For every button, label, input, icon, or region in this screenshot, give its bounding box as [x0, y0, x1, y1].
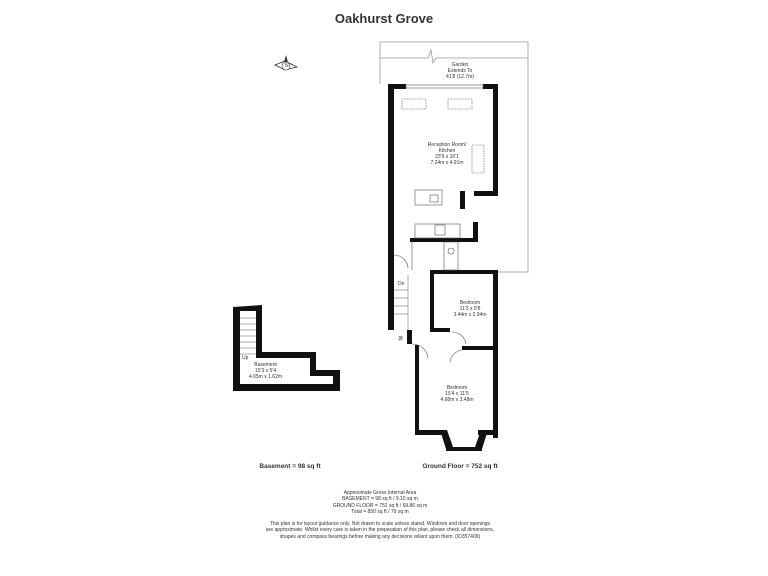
- disclaimer-line: This plan is for layout guidance only. N…: [269, 521, 491, 527]
- room-name: Basement: [254, 362, 277, 368]
- room-dimensions-imperial: 11'3 x 9'8: [459, 306, 481, 312]
- plan-title: Oakhurst Grove: [334, 11, 434, 26]
- basement-walls: [233, 305, 340, 391]
- compass-icon: [274, 55, 299, 71]
- room-basement: Basement 15'3 x 5'4 4.65m x 1.62m: [238, 362, 293, 380]
- garden-extends: Extends To: [447, 68, 473, 74]
- gross-area-summary: Approximate Gross Internal Area BASEMENT…: [280, 490, 480, 515]
- garden-size: 41'8 (12.7m): [446, 74, 474, 80]
- area-total: Total = 850 sq ft / 79 sq m: [351, 508, 409, 515]
- area-heading: Approximate Gross Internal Area: [343, 490, 417, 496]
- room-dimensions-metric: 3.44m x 2.94m: [453, 312, 487, 318]
- stairs-down-label: Dn: [398, 281, 405, 287]
- garden-name: Garden: [451, 62, 469, 68]
- stairs: [394, 275, 409, 330]
- garden-outline: [379, 41, 529, 273]
- disclaimer-line: are approximate. Whilst every care is ta…: [265, 527, 495, 534]
- ground-floor-walls: [388, 84, 498, 451]
- room-dimensions-imperial: 15'3 x 5'4: [254, 368, 277, 374]
- room-dimensions-metric: 7.24m x 4.91m: [430, 160, 464, 166]
- room-name: Bedroom: [459, 300, 481, 306]
- room-name: Reception Room/: [427, 142, 467, 148]
- area-basement: BASEMENT = 98 sq ft / 9.10 sq m: [342, 496, 418, 503]
- fixtures: [393, 84, 485, 363]
- disclaimer: This plan is for layout guidance only. N…: [230, 521, 530, 540]
- compass-north-label: N: [285, 63, 289, 69]
- room-bedroom-2: Bedroom 15'4 x 11'5 4.68m x 3.48m: [427, 385, 487, 403]
- room-dimensions-metric: 4.68m x 3.48m: [440, 397, 474, 403]
- room-reception-kitchen: Reception Room/ Kitchen 23'9 x 16'1 7.24…: [407, 142, 487, 166]
- entrance-label: IN: [396, 335, 403, 341]
- room-name: Bedroom: [446, 385, 468, 391]
- room-bedroom-1: Bedroom 11'3 x 9'8 3.44m x 2.94m: [440, 300, 500, 318]
- room-dimensions-imperial: 15'4 x 11'5: [445, 391, 469, 397]
- stairs-up-label: Up: [242, 355, 249, 361]
- garden-label: Garden Extends To 41'8 (12.7m): [390, 62, 530, 80]
- room-dimensions-imperial: 23'9 x 16'1: [435, 154, 459, 160]
- room-name-2: Kitchen: [438, 148, 456, 154]
- area-ground: GROUND FLOOR = 752 sq ft / 69.86 sq m: [332, 502, 428, 509]
- room-dimensions-metric: 4.65m x 1.62m: [248, 374, 283, 380]
- disclaimer-line: shapes and compass bearings before makin…: [279, 533, 481, 540]
- ground-floor-area-label: Ground Floor = 752 sq ft: [422, 463, 498, 470]
- basement-area-label: Basement = 98 sq ft: [259, 463, 321, 470]
